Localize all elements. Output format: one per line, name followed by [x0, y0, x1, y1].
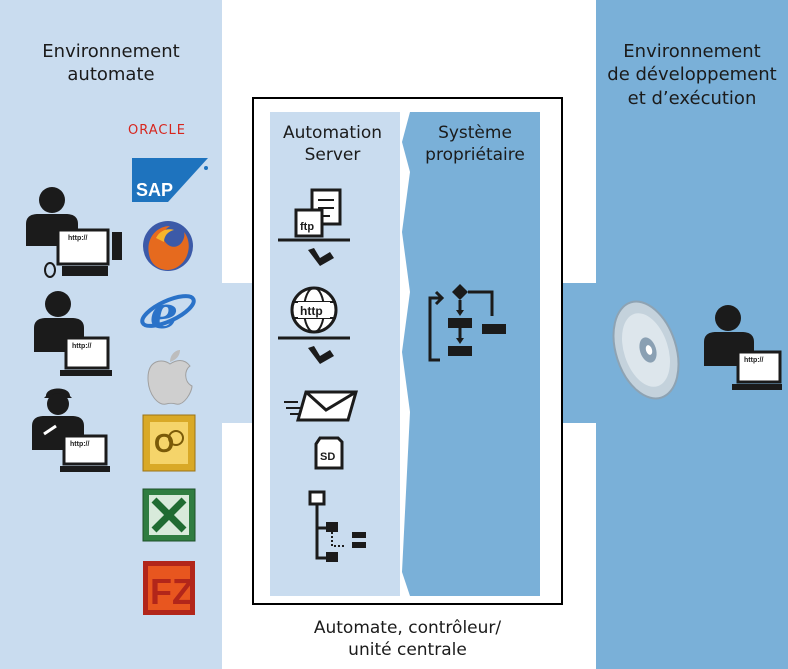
internet-explorer-icon: e: [140, 288, 196, 336]
http-transfer-icon: http: [278, 286, 350, 364]
ftp-text: ftp: [300, 221, 314, 233]
email-icon: [284, 390, 358, 422]
url-text: http://: [744, 357, 763, 364]
desktop-user-icon: http://: [26, 187, 122, 278]
url-text: http://: [72, 343, 91, 350]
laptop-user-icon: http://: [34, 291, 112, 376]
apple-icon: [147, 350, 193, 405]
svg-text:FZ: FZ: [150, 571, 194, 612]
oracle-logo: ORACLE: [128, 123, 186, 138]
excel-icon: [142, 488, 196, 542]
proprietary-system-label: Système propriétaire: [425, 123, 525, 166]
filezilla-icon: FZ: [143, 561, 195, 615]
sd-text: SD: [320, 451, 335, 463]
flowchart-icon: [428, 284, 506, 362]
file-tree-icon: [308, 490, 366, 562]
developer-user-icon: http://: [704, 305, 782, 390]
url-text: http://: [70, 441, 89, 448]
technician-user-icon: http://: [32, 388, 110, 472]
install-disc-icon: [612, 300, 680, 400]
sd-card-icon: SD: [314, 436, 344, 470]
url-text: http://: [68, 235, 87, 242]
sap-logo: SAP: [132, 158, 208, 202]
http-text: http: [300, 304, 323, 318]
left-panel-title: Environnement automate: [42, 41, 180, 86]
controller-caption: Automate, contrôleur/ unité centrale: [313, 618, 502, 661]
right-panel-title: Environnement de développement et d’exéc…: [607, 41, 777, 109]
svg-text:e: e: [150, 288, 178, 336]
ftp-transfer-icon: ftp: [278, 188, 350, 266]
automation-server-label: Automation Server: [282, 123, 382, 166]
outlook-icon: O: [142, 414, 196, 472]
firefox-icon: [143, 221, 193, 271]
sap-logo-text: SAP: [136, 180, 173, 200]
